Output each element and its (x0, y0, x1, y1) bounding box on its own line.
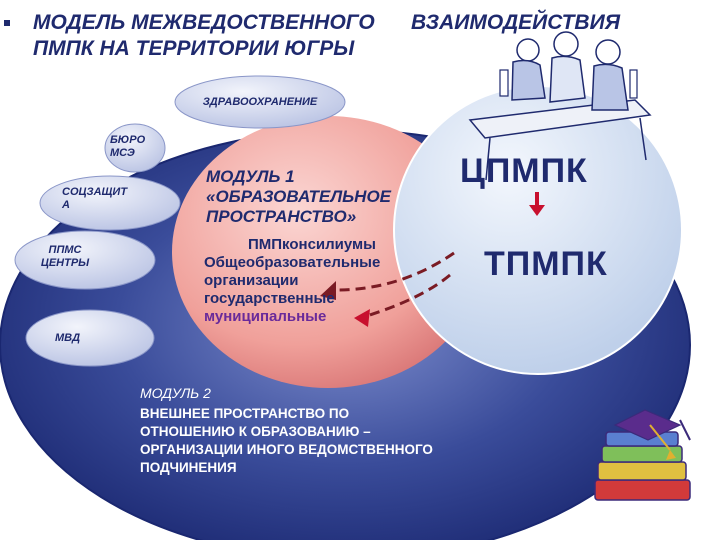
partner-mse-label: БЮРО МСЭ (110, 134, 160, 160)
partner-social-label: СОЦЗАЩИТ А (62, 186, 152, 212)
title-part-3: ПМПК НА ТЕРРИТОРИИ ЮГРЫ (33, 37, 355, 60)
module-2-line-1: ВНЕШНЕЕ ПРОСТРАНСТВО ПО (140, 406, 350, 421)
module-2-description: ВНЕШНЕЕ ПРОСТРАНСТВО ПО ОТНОШЕНИЮ К ОБРА… (140, 405, 520, 477)
connector-to-municipal (359, 273, 451, 320)
partner-mse-pill (104, 123, 166, 173)
partner-police-pill (25, 309, 155, 367)
module-2-label: МОДУЛЬ 2 (140, 385, 211, 401)
schools-label: Общеобразовательные (204, 254, 381, 271)
state-label: государственные (204, 290, 335, 307)
arrow-head-municipal (354, 309, 370, 327)
title-part-2: ВЗАИМОДЕЙСТВИЯ (411, 11, 621, 34)
page-title: МОДЕЛЬ МЕЖВЕДОСТВЕННОГО ВЗАИМОДЕЙСТВИЯ П… (33, 10, 713, 60)
module-2-line-3: ОРГАНИЗАЦИИ ИНОГО ВЕДОМСТВЕННОГО (140, 442, 433, 457)
cpmpk-label: ЦПМПК (460, 152, 588, 190)
organizations-label: организации (204, 272, 299, 289)
partner-police-label: МВД (55, 332, 81, 344)
title-bullet (4, 20, 10, 26)
partner-ppms-line-2: ЦЕНТРЫ (40, 257, 90, 269)
partner-ppms-pill (14, 230, 156, 290)
partner-mse-line-1: БЮРО (110, 134, 146, 146)
consilium-label: ПМПконсилиумы (248, 236, 376, 253)
module-1-items: ПМПконсилиумы Общеобразовательные органи… (204, 236, 464, 326)
module-1-line-3: ПРОСТРАНСТВО» (206, 207, 357, 226)
partner-ppms-line-1: ППМС (48, 244, 82, 256)
module-2-line-4: ПОДЧИНЕНИЯ (140, 460, 237, 475)
partner-ppms-label: ППМС ЦЕНТРЫ (30, 244, 100, 270)
arrow-head-consilium (320, 281, 336, 300)
partner-social-line-2: А (62, 199, 70, 211)
books-graduation-cap-illustration (594, 409, 691, 501)
partner-mse-line-2: МСЭ (110, 147, 135, 159)
tpmpk-label: ТПМПК (484, 245, 608, 283)
municipal-label: муниципальные (204, 308, 327, 325)
center-link-arrow (529, 205, 545, 216)
module-2-line-2: ОТНОШЕНИЮ К ОБРАЗОВАНИЮ – (140, 424, 371, 439)
partner-health-label: ЗДРАВООХРАНЕНИЕ (202, 96, 318, 108)
module-1-heading: МОДУЛЬ 1 «ОБРАЗОВАТЕЛЬНОЕ ПРОСТРАНСТВО» (206, 167, 446, 227)
partner-social-pill (39, 175, 181, 231)
partner-social-line-1: СОЦЗАЩИТ (62, 186, 128, 198)
partner-health-pill (174, 75, 346, 129)
module-1-line-2: «ОБРАЗОВАТЕЛЬНОЕ (206, 187, 392, 206)
people-at-desk-illustration (468, 31, 652, 181)
module-1-line-1: МОДУЛЬ 1 (206, 167, 295, 186)
title-part-1: МОДЕЛЬ МЕЖВЕДОСТВЕННОГО (33, 11, 375, 34)
